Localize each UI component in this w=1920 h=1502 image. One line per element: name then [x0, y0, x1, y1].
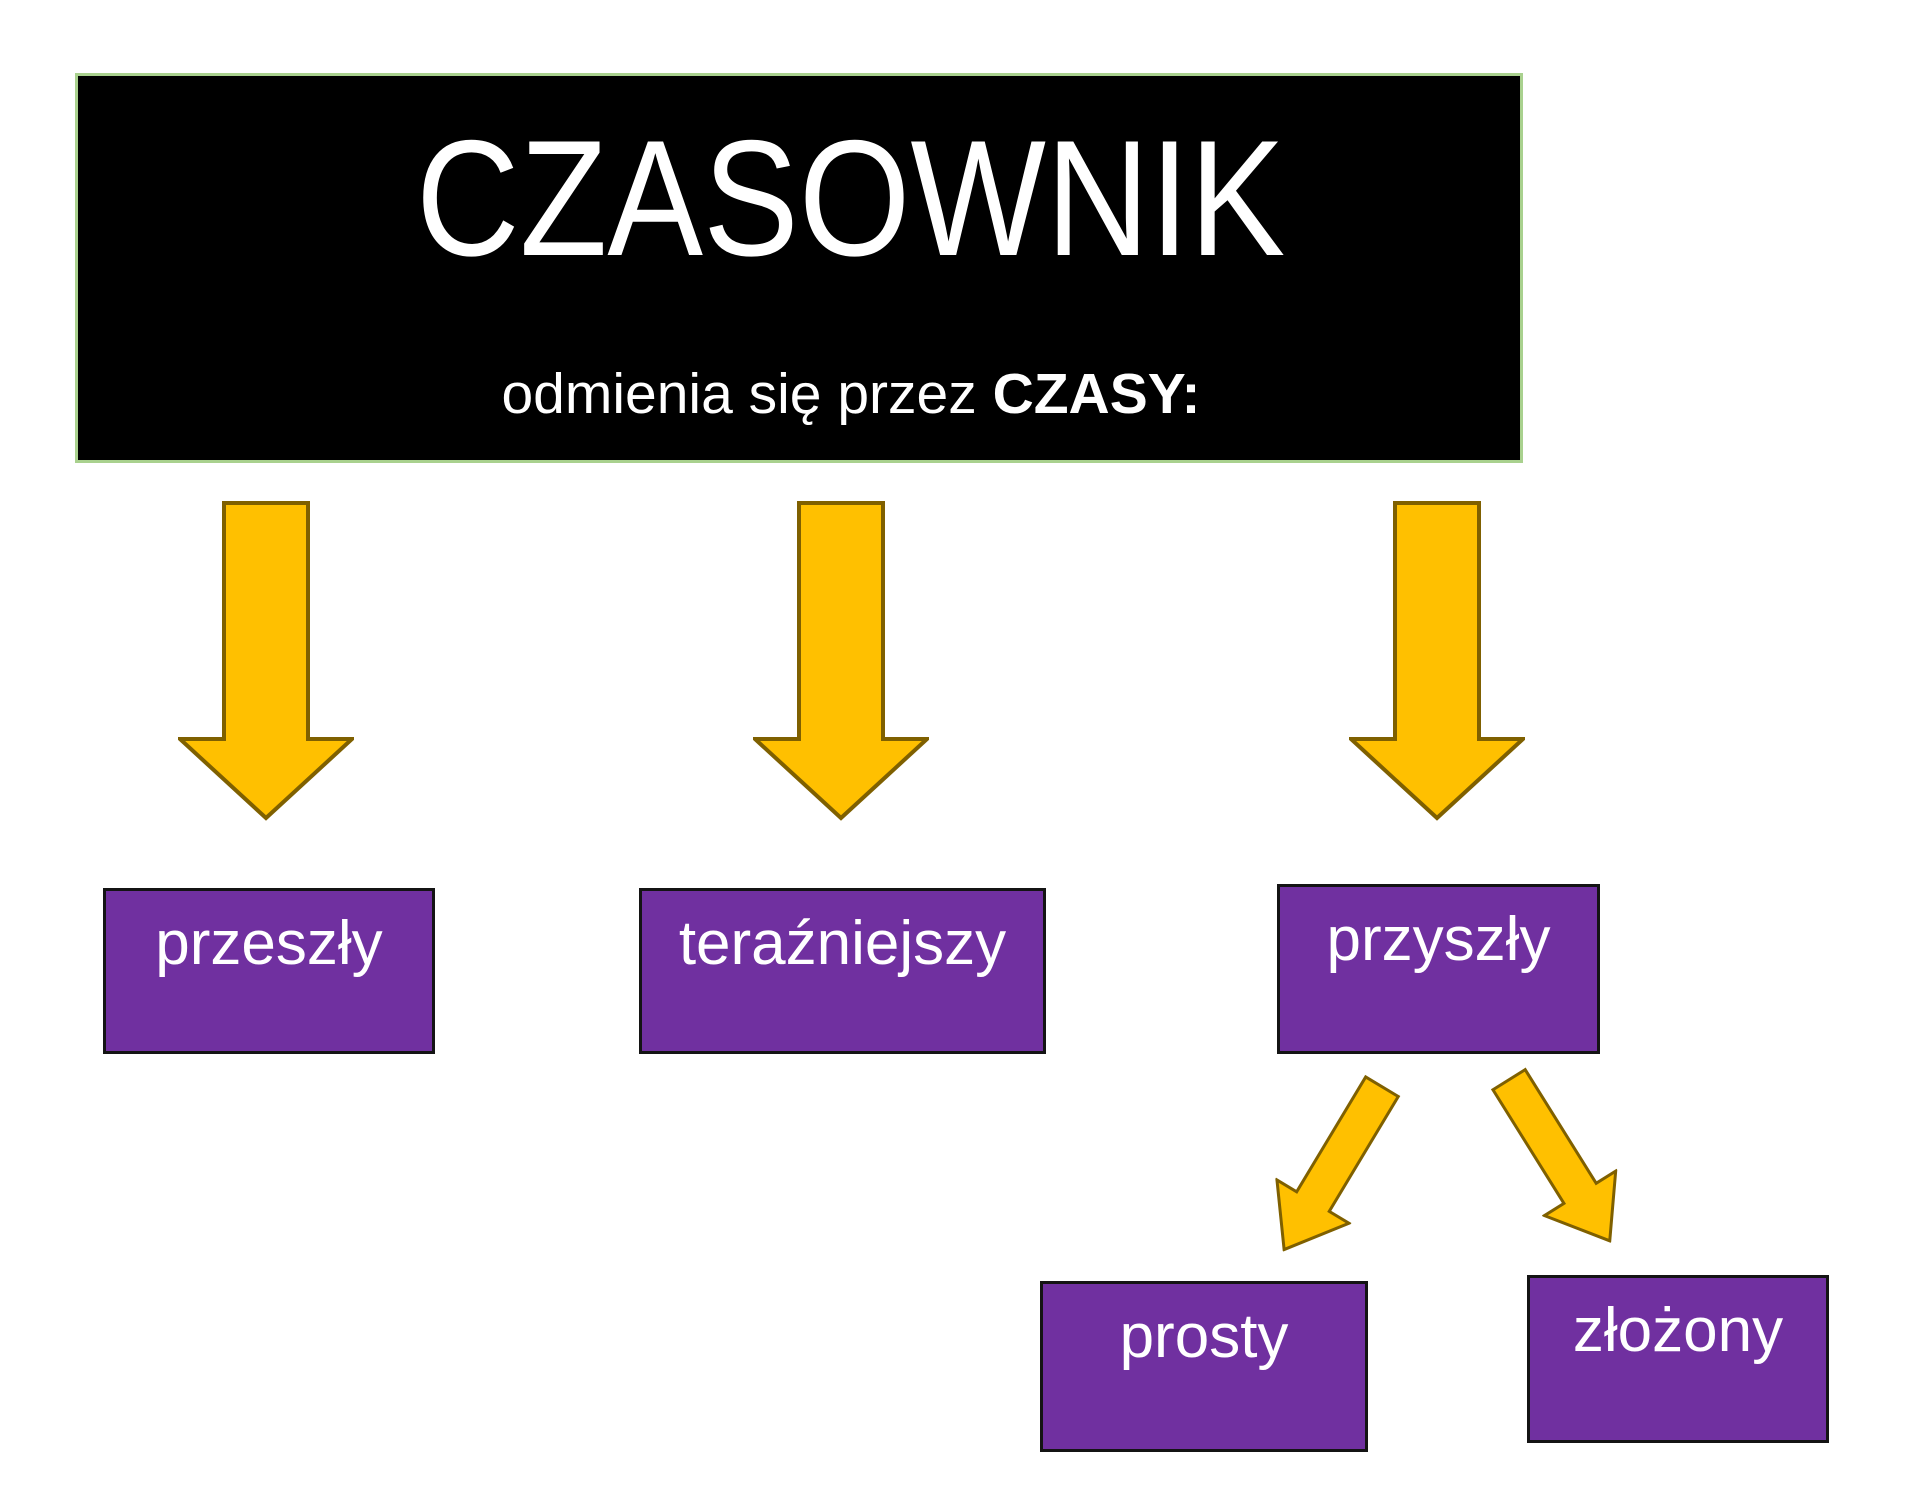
- header-subtitle-bold: CZASY:: [992, 362, 1201, 426]
- page-title-text: CZASOWNIK: [416, 106, 1286, 290]
- down-right-arrow-icon: [1471, 1055, 1648, 1266]
- tense-box-przyszly: przyszły: [1277, 884, 1600, 1054]
- down-left-arrow-icon: [1245, 1062, 1420, 1274]
- down-arrow-icon: [1349, 501, 1525, 821]
- header-subtitle: odmienia się przez CZASY:: [182, 366, 1520, 423]
- page-title: CZASOWNIK: [182, 116, 1520, 281]
- future-type-label: prosty: [1119, 1302, 1289, 1371]
- tense-box-terazniejszy: teraźniejszy: [639, 888, 1046, 1054]
- down-arrow-icon: [753, 501, 929, 821]
- future-type-box-prosty: prosty: [1040, 1281, 1368, 1452]
- tense-label: teraźniejszy: [678, 909, 1007, 978]
- future-type-label: złożony: [1572, 1296, 1784, 1365]
- header-subtitle-regular: odmienia się przez: [501, 362, 993, 426]
- future-type-box-zlozony: złożony: [1527, 1275, 1829, 1443]
- down-arrow-icon: [178, 501, 354, 821]
- tense-label: przeszły: [155, 909, 383, 978]
- tense-label: przyszły: [1326, 905, 1551, 974]
- header-content: CZASOWNIK odmienia się przez CZASY:: [78, 116, 1520, 423]
- header-box: CZASOWNIK odmienia się przez CZASY:: [75, 73, 1523, 463]
- tense-box-przeszly: przeszły: [103, 888, 435, 1054]
